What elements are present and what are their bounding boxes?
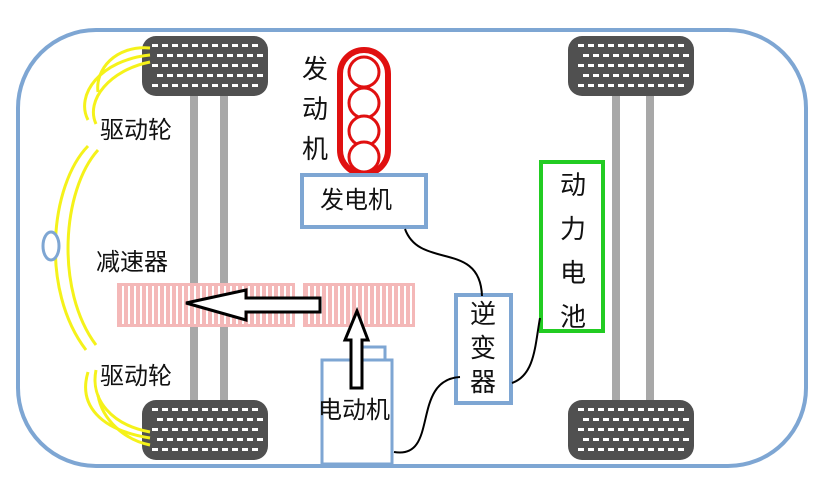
front-axle — [190, 92, 228, 404]
drive-indicator-ring — [41, 230, 61, 262]
wheel-front-bottom — [142, 400, 268, 460]
power-flow-arrow-left — [185, 288, 322, 322]
label-drive-wheel-top: 驱动轮 — [100, 116, 172, 144]
drive-rotation-arcs — [53, 46, 151, 447]
battery-box — [539, 160, 605, 333]
generator-box — [300, 173, 428, 229]
wires — [393, 228, 541, 454]
label-battery: 动力电池 — [559, 171, 586, 333]
rear-axle — [612, 92, 654, 404]
motor-box — [320, 345, 394, 466]
label-engine: 发动机 — [301, 55, 328, 165]
wheel-rear-top — [568, 36, 694, 96]
label-motor: 电动机 — [318, 396, 390, 424]
power-flow-arrow-up — [342, 306, 371, 390]
inverter-box — [454, 293, 513, 405]
chassis-outline — [16, 28, 808, 468]
label-inverter: 逆变器 — [469, 300, 496, 398]
label-drive-wheel-bottom: 驱动轮 — [100, 362, 172, 390]
wheel-rear-bottom — [568, 400, 694, 460]
label-reducer: 减速器 — [96, 248, 168, 276]
label-generator: 发电机 — [320, 186, 392, 214]
wheel-front-top — [142, 36, 268, 96]
engine-cylinders — [337, 47, 391, 177]
